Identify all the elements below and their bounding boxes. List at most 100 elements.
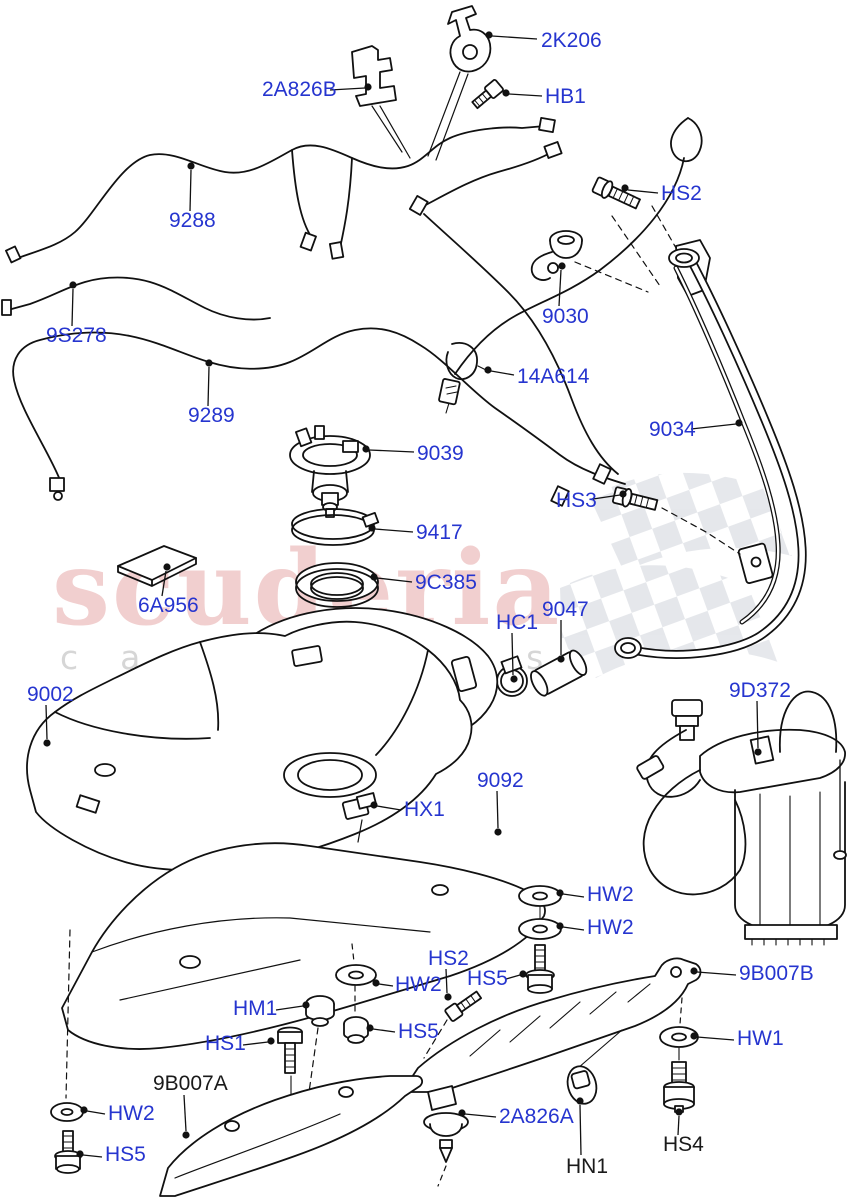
part-label-9D372-17[interactable]: 9D372 bbox=[729, 679, 791, 756]
part-number-text[interactable]: 9289 bbox=[188, 404, 235, 427]
leader-dot bbox=[576, 1097, 584, 1105]
leader-line bbox=[372, 1028, 396, 1033]
part-number-text[interactable]: HX1 bbox=[404, 798, 445, 821]
breather-line-drawing bbox=[454, 117, 703, 375]
nut-hm1-drawing bbox=[303, 995, 335, 1129]
leader-line bbox=[376, 577, 413, 583]
part-label-9030-5[interactable]: 9030 bbox=[542, 262, 589, 328]
part-number-text[interactable]: HS5 bbox=[105, 1143, 146, 1166]
leader-line bbox=[579, 1104, 582, 1156]
part-label-14A614-7[interactable]: 14A614 bbox=[484, 365, 590, 388]
part-number-text[interactable]: HW2 bbox=[587, 883, 634, 906]
part-number-text[interactable]: 9C385 bbox=[415, 571, 477, 594]
leader-dot bbox=[364, 83, 372, 91]
part-number-text[interactable]: HW1 bbox=[737, 1027, 784, 1050]
part-number-text[interactable]: HW2 bbox=[587, 916, 634, 939]
part-number-text[interactable]: 9034 bbox=[649, 418, 696, 441]
part-label-9047-16[interactable]: 9047 bbox=[542, 598, 589, 663]
part-number-text[interactable]: 9030 bbox=[542, 305, 589, 328]
part-label-6A956-14[interactable]: 6A956 bbox=[138, 563, 199, 617]
part-label-HW2-22[interactable]: HW2 bbox=[556, 916, 634, 939]
part-number-text[interactable]: HS2 bbox=[661, 182, 702, 205]
part-number-text[interactable]: HM1 bbox=[233, 997, 277, 1020]
fuel-line-9289-drawing bbox=[12, 327, 626, 501]
part-number-text[interactable]: HW2 bbox=[395, 973, 442, 996]
leader-line bbox=[592, 494, 621, 500]
part-label-HS2-4[interactable]: HS2 bbox=[621, 182, 702, 205]
part-number-text[interactable]: 9S278 bbox=[46, 324, 107, 347]
bracket-2k206-drawing bbox=[427, 5, 492, 161]
part-number-text[interactable]: 14A614 bbox=[517, 365, 590, 388]
part-number-text[interactable]: HB1 bbox=[545, 85, 586, 108]
part-number-text: 9B007A bbox=[153, 1072, 228, 1095]
part-number-text[interactable]: 9092 bbox=[477, 769, 524, 792]
part-label-HW1-24[interactable]: HW1 bbox=[690, 1027, 784, 1050]
leader-dot bbox=[754, 748, 762, 756]
part-label-HS3-11[interactable]: HS3 bbox=[556, 489, 627, 512]
leader-line bbox=[696, 971, 737, 976]
part-number-text[interactable]: 9D372 bbox=[729, 679, 791, 702]
part-label-9289-8[interactable]: 9289 bbox=[188, 359, 235, 427]
part-number-text: HS4 bbox=[663, 1133, 704, 1156]
part-label-HS5-29[interactable]: HS5 bbox=[467, 967, 527, 990]
part-label-9417-12[interactable]: 9417 bbox=[368, 521, 463, 544]
leader-line bbox=[86, 1110, 106, 1115]
pad-6a956-drawing bbox=[117, 545, 197, 587]
washer-hw2-mid-drawing bbox=[335, 943, 377, 1015]
part-label-9034-9[interactable]: 9034 bbox=[649, 418, 743, 441]
part-number-text[interactable]: HW2 bbox=[108, 1102, 155, 1125]
part-number-text[interactable]: HS5 bbox=[467, 967, 508, 990]
leader-line bbox=[677, 1115, 680, 1136]
part-label-2A826A-27[interactable]: 2A826A bbox=[458, 1105, 574, 1128]
part-label-2K206-0[interactable]: 2K206 bbox=[485, 29, 602, 52]
leader-dot bbox=[485, 31, 493, 39]
part-label-HM1-32[interactable]: HM1 bbox=[233, 997, 310, 1020]
part-label-9092-19[interactable]: 9092 bbox=[477, 769, 524, 836]
leader-dot bbox=[368, 524, 376, 532]
leader-dot bbox=[372, 979, 380, 987]
part-number-text[interactable]: 2A826A bbox=[499, 1105, 574, 1128]
part-label-HS1-33[interactable]: HS1 bbox=[205, 1032, 275, 1055]
leader-dot bbox=[690, 1032, 698, 1040]
part-label-9B007B-23[interactable]: 9B007B bbox=[690, 962, 814, 985]
part-number-text[interactable]: 2A826B bbox=[262, 78, 337, 101]
part-number-text[interactable]: 9288 bbox=[169, 209, 216, 232]
part-label-9288-3[interactable]: 9288 bbox=[169, 162, 216, 232]
part-label-HW2-30[interactable]: HW2 bbox=[372, 973, 442, 996]
seal-9c385-drawing bbox=[295, 562, 379, 608]
leader-dot bbox=[163, 563, 171, 571]
part-label-9S278-6[interactable]: 9S278 bbox=[46, 281, 107, 347]
leader-line bbox=[511, 632, 514, 676]
part-label-HS5-31[interactable]: HS5 bbox=[366, 1020, 439, 1043]
part-number-text[interactable]: 2K206 bbox=[541, 29, 602, 52]
part-label-9C385-13[interactable]: 9C385 bbox=[370, 571, 477, 594]
part-label-2A826B-2[interactable]: 2A826B bbox=[262, 78, 372, 101]
part-number-text[interactable]: 9047 bbox=[542, 598, 589, 621]
part-label-9002-18[interactable]: 9002 bbox=[27, 683, 74, 747]
part-label-HW2-21[interactable]: HW2 bbox=[556, 883, 634, 906]
part-label-9039-10[interactable]: 9039 bbox=[362, 442, 464, 465]
part-number-text[interactable]: HS1 bbox=[205, 1032, 246, 1055]
part-number-text[interactable]: HS2 bbox=[428, 947, 469, 970]
part-number-text[interactable]: 9B007B bbox=[739, 962, 814, 985]
part-number-text[interactable]: 6A956 bbox=[138, 594, 199, 617]
part-label-HB1-1[interactable]: HB1 bbox=[502, 85, 586, 108]
leader-line bbox=[627, 189, 659, 194]
part-label-HX1-20[interactable]: HX1 bbox=[370, 798, 445, 821]
part-number-text[interactable]: 9002 bbox=[27, 683, 74, 706]
part-label-HC1-15[interactable]: HC1 bbox=[496, 611, 538, 683]
fuel-pump-sender-9039-drawing bbox=[289, 425, 371, 518]
screw-hs2-drawing bbox=[591, 176, 641, 210]
tank-shield-9092-drawing bbox=[61, 842, 546, 1050]
part-number-text[interactable]: HS5 bbox=[398, 1020, 439, 1043]
part-number-text[interactable]: HC1 bbox=[496, 611, 538, 634]
part-number-text[interactable]: HS3 bbox=[556, 489, 597, 512]
part-label-HS2-28[interactable]: HS2 bbox=[428, 947, 469, 1001]
leader-dot bbox=[556, 922, 564, 930]
part-label-HS5-36[interactable]: HS5 bbox=[76, 1143, 146, 1166]
part-number-text[interactable]: 9417 bbox=[416, 521, 463, 544]
part-number-text[interactable]: 9039 bbox=[417, 442, 464, 465]
part-label-HW2-35[interactable]: HW2 bbox=[80, 1102, 155, 1125]
